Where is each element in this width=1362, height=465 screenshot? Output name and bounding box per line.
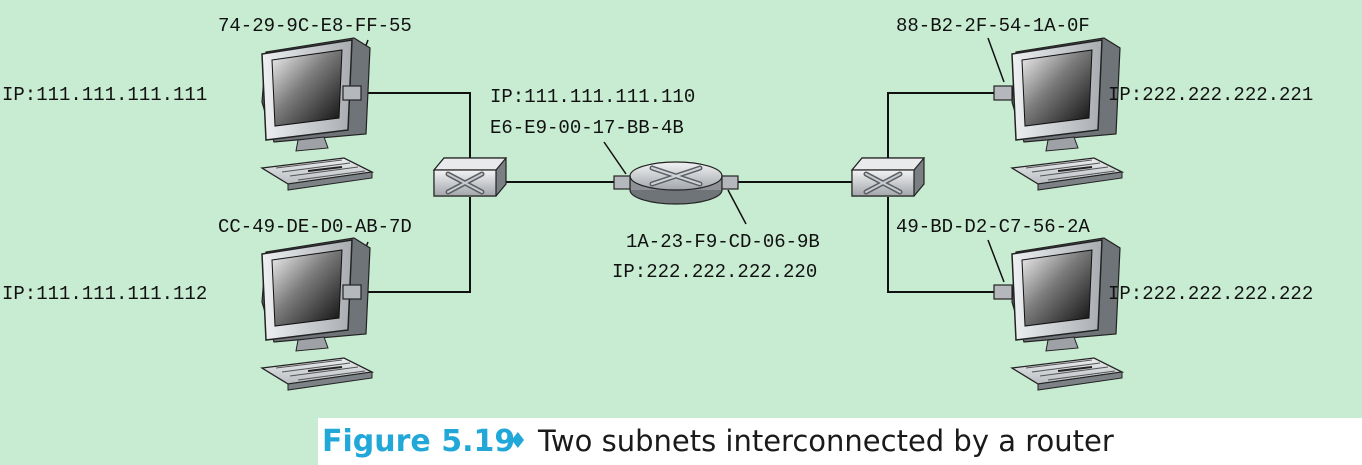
ip-label-top-right: IP:222.222.222.221 xyxy=(1108,84,1313,106)
computer-icon xyxy=(1011,237,1123,391)
address-labels: 74-29-9C-E8-FF-55 IP:111.111.111.111 CC-… xyxy=(2,15,1313,305)
router-port-right xyxy=(721,175,739,190)
nic-port xyxy=(993,284,1013,300)
ip-label-bottom-left: IP:111.111.111.112 xyxy=(2,283,207,305)
mac-label-top-right: 88-B2-2F-54-1A-0F xyxy=(896,15,1090,37)
link-top-right-host xyxy=(887,92,996,160)
figure-caption xyxy=(318,418,1362,465)
ip-label-bottom-right: IP:222.222.222.222 xyxy=(1108,283,1313,305)
pointer-bottom-right xyxy=(987,239,1005,283)
computer-icon xyxy=(261,237,373,391)
caption-text: Two subnets interconnected by a router xyxy=(538,424,1114,458)
link-bottom-left-host xyxy=(360,197,471,293)
router-right-ip-label: IP:222.222.222.220 xyxy=(612,261,817,283)
router-port-left xyxy=(613,175,631,190)
figure-number: Figure 5.19 xyxy=(322,424,516,459)
computer-icon xyxy=(261,37,373,191)
mac-label-top-left: 74-29-9C-E8-FF-55 xyxy=(218,15,412,37)
host-bottom-left xyxy=(261,237,373,391)
nic-port xyxy=(342,85,362,101)
link-bottom-right-host xyxy=(887,197,996,293)
pointer-router-right xyxy=(727,189,747,225)
switch-left-icon xyxy=(434,158,506,196)
router-left-mac-label: E6-E9-00-17-BB-4B xyxy=(490,117,684,139)
caption-diamond-icon: ♦ xyxy=(508,429,528,454)
pointer-router-left xyxy=(603,141,627,175)
ip-label-top-left: IP:111.111.111.111 xyxy=(2,84,207,106)
router-icon xyxy=(613,161,739,205)
host-top-left xyxy=(261,37,373,191)
computer-icon xyxy=(1011,37,1123,191)
network-links xyxy=(360,92,996,293)
router-right-mac-label: 1A-23-F9-CD-06-9B xyxy=(626,231,820,253)
nic-port xyxy=(993,85,1013,101)
host-bottom-right xyxy=(993,237,1123,391)
router-left-ip-label: IP:111.111.111.110 xyxy=(490,86,695,108)
link-top-left-host xyxy=(360,92,471,160)
switch-right-icon xyxy=(852,158,924,196)
host-top-right xyxy=(993,37,1123,191)
nic-port xyxy=(342,284,362,300)
pointer-top-right xyxy=(987,37,1005,83)
mac-label-bottom-left: CC-49-DE-D0-AB-7D xyxy=(218,216,412,238)
mac-label-bottom-right: 49-BD-D2-C7-56-2A xyxy=(896,216,1090,238)
